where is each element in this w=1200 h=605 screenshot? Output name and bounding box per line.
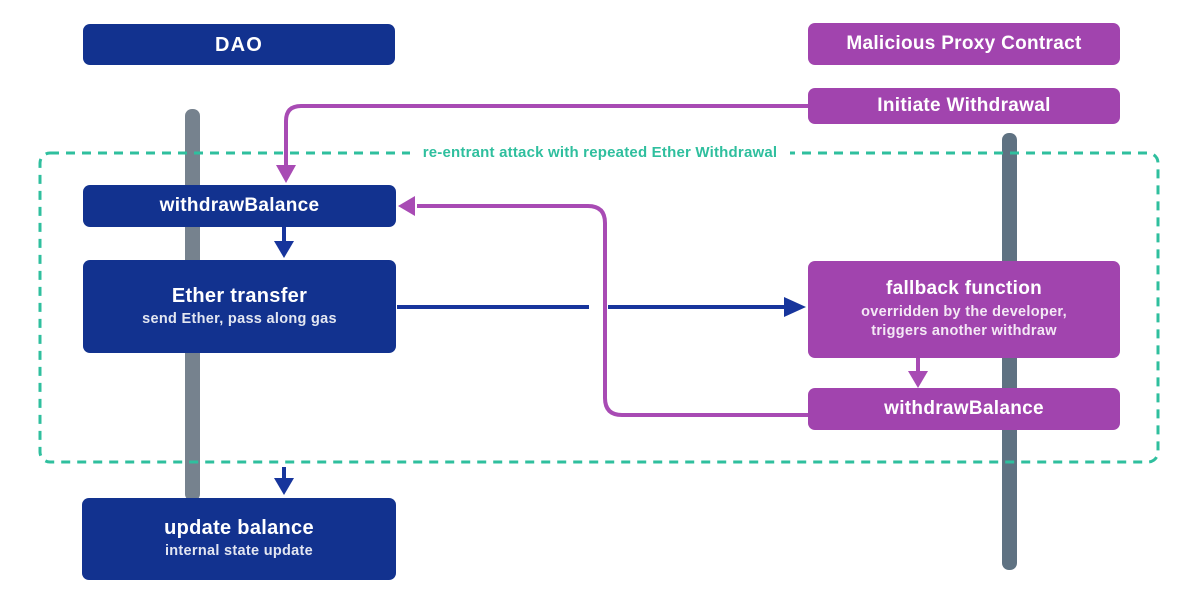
arrow-initiate-to-withdraw [276, 104, 808, 183]
arrow-to-update-balance [274, 467, 294, 495]
step-ether-transfer: Ether transfer send Ether, pass along ga… [83, 260, 396, 353]
actor-malicious-proxy-contract: Malicious Proxy Contract [808, 23, 1120, 65]
step-initiate-withdrawal-label: Initiate Withdrawal [877, 95, 1051, 116]
actor-dao-label: DAO [214, 33, 264, 56]
step-initiate-withdrawal: Initiate Withdrawal [808, 88, 1120, 124]
actor-dao: DAO [83, 24, 395, 65]
step-withdraw-balance-dao: withdrawBalance [83, 185, 396, 227]
actor-proxy-label: Malicious Proxy Contract [846, 33, 1082, 54]
arrow-withdraw-right-to-withdraw-left [398, 196, 808, 417]
step-withdraw-balance-dao-label: withdrawBalance [159, 195, 320, 216]
step-withdraw-balance-proxy-label: withdrawBalance [884, 398, 1044, 419]
step-fallback-function-sublabel: overridden by the developer, triggers an… [861, 304, 1067, 339]
arrow-fallback-to-withdraw-right [908, 358, 928, 388]
arrow-ether-to-fallback [397, 297, 806, 317]
reentrancy-region-label: re-entrant attack with repeated Ether Wi… [409, 144, 791, 162]
step-withdraw-balance-proxy: withdrawBalance [808, 388, 1120, 430]
step-update-balance-label: update balance [164, 517, 314, 539]
step-fallback-function-label: fallback function [885, 278, 1043, 299]
arrow-withdraw-to-ether [274, 227, 294, 258]
step-fallback-function: fallback function overridden by the deve… [808, 261, 1120, 358]
step-update-balance: update balance internal state update [82, 498, 396, 580]
step-ether-transfer-label: Ether transfer [171, 284, 308, 307]
step-update-balance-sublabel: internal state update [164, 543, 314, 559]
step-ether-transfer-sublabel: send Ether, pass along gas [142, 310, 337, 327]
